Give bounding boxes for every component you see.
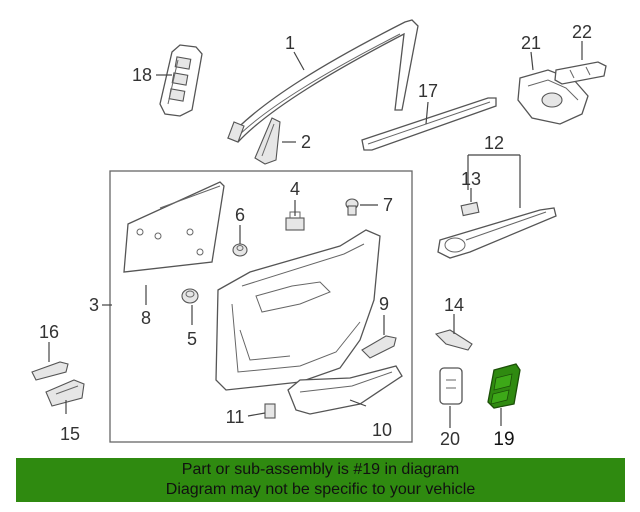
part-1-frame-moulding[interactable] — [226, 19, 419, 143]
callout-5[interactable]: 5 — [187, 329, 197, 349]
callout-16[interactable]: 16 — [39, 322, 59, 342]
callout-22[interactable]: 22 — [572, 22, 592, 42]
callout-18[interactable]: 18 — [132, 65, 152, 85]
part-5-push-pin[interactable] — [181, 288, 199, 304]
part-17-belt-moulding[interactable] — [361, 97, 497, 151]
callout-14[interactable]: 14 — [444, 295, 464, 315]
door-trim-panel[interactable] — [215, 229, 381, 391]
part-10-armrest[interactable] — [287, 365, 403, 415]
callout-20[interactable]: 20 — [440, 429, 460, 449]
callout-10[interactable]: 10 — [372, 420, 392, 440]
part-8-water-shield[interactable] — [123, 181, 225, 273]
callout-8[interactable]: 8 — [141, 308, 151, 328]
part-14-cover[interactable] — [434, 329, 473, 351]
part-21-seat-switch[interactable] — [517, 69, 589, 125]
callout-3[interactable]: 3 — [89, 295, 99, 315]
callout-11[interactable]: 11 — [226, 407, 245, 427]
callout-2[interactable]: 2 — [301, 132, 311, 152]
part-12-trim-strip[interactable] — [437, 207, 557, 259]
part-16-clip[interactable] — [31, 361, 69, 381]
part-4-clip[interactable] — [285, 211, 305, 231]
callout-15[interactable]: 15 — [60, 424, 80, 444]
callout-19[interactable]: 19 — [493, 429, 514, 450]
parts-diagram: 1 2 3 4 5 6 7 8 9 10 11 12 13 14 15 16 1… — [31, 19, 607, 450]
part-7-screw[interactable] — [345, 198, 359, 216]
part-3-door-panel-group[interactable] — [109, 170, 413, 443]
callout-9[interactable]: 9 — [379, 294, 389, 314]
leader-lines — [48, 41, 583, 428]
part-13-clip[interactable] — [460, 201, 480, 217]
callout-4[interactable]: 4 — [290, 179, 300, 199]
callout-17[interactable]: 17 — [418, 81, 438, 101]
part-18-window-switch-panel[interactable] — [159, 44, 203, 117]
part-2-trim-piece[interactable] — [254, 117, 281, 165]
callout-13[interactable]: 13 — [461, 169, 481, 189]
banner-line-disclaimer: Diagram may not be specific to your vehi… — [165, 481, 476, 498]
info-banner: Part or sub-assembly is #19 in diagram D… — [16, 458, 625, 502]
callout-6[interactable]: 6 — [235, 205, 245, 225]
part-11-screw[interactable] — [264, 403, 276, 419]
callout-labels: 1 2 3 4 5 6 7 8 9 10 11 12 13 14 15 16 1… — [39, 22, 592, 450]
callout-7[interactable]: 7 — [383, 195, 393, 215]
banner-line-part: Part or sub-assembly is #19 in diagram — [181, 461, 460, 478]
part-22-button-cover[interactable] — [554, 61, 607, 85]
part-20-switch-cover[interactable] — [439, 367, 463, 405]
callout-12[interactable]: 12 — [484, 133, 504, 153]
part-19-switch-highlighted[interactable] — [487, 363, 521, 409]
callout-1[interactable]: 1 — [285, 33, 295, 53]
part-15-bracket[interactable] — [45, 379, 85, 407]
callout-21[interactable]: 21 — [521, 33, 541, 53]
part-9-door-handle[interactable] — [361, 335, 397, 359]
part-6-grommet[interactable] — [232, 243, 248, 257]
